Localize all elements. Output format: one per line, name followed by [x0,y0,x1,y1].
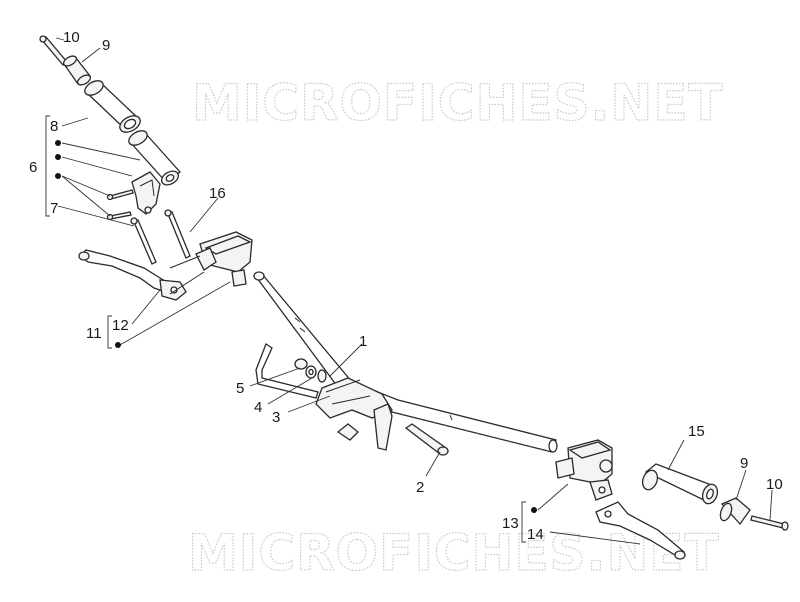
callout-4: 4 [254,399,262,416]
callout-3: 3 [272,409,280,426]
watermark-top: MICROFICHES.NET [192,74,724,132]
left-master-cylinder [169,231,253,295]
left-brake-lever [78,249,187,301]
right-grip-assembly [641,463,789,531]
group-brackets [45,115,526,543]
callout-13: 13 [502,515,519,532]
throttle-cables [130,209,191,265]
callout-9-right: 9 [740,455,748,472]
callout-16: 16 [209,185,226,202]
screws-part-7 [106,189,134,221]
watermark-bottom: MICROFICHES.NET [188,524,720,582]
callout-8: 8 [50,118,58,135]
callout-11: 11 [86,325,102,342]
callout-12: 12 [112,317,129,334]
right-master-cylinder [555,439,613,501]
throttle-housing [131,171,161,215]
callout-1: 1 [359,333,367,350]
callout-14: 14 [527,526,544,543]
right-brake-lever [595,501,686,560]
callout-7: 7 [50,200,58,217]
callout-9-top: 9 [102,37,110,54]
bent-rod [255,343,319,399]
callout-10-right: 10 [766,476,783,493]
leader-lines [55,37,773,545]
callout-labels: 10 9 8 6 7 16 12 11 1 5 4 3 2 15 9 10 13… [29,29,783,543]
callout-5: 5 [236,380,244,397]
callout-6: 6 [29,159,37,176]
bullet-dots [55,140,537,513]
left-grip-assembly [39,35,181,186]
callout-10-top: 10 [63,29,80,46]
washers-nut [294,358,327,383]
handlebar-tube [253,271,558,453]
callout-2: 2 [416,479,424,496]
bolt-part-2 [404,423,449,456]
callout-15: 15 [688,423,705,440]
